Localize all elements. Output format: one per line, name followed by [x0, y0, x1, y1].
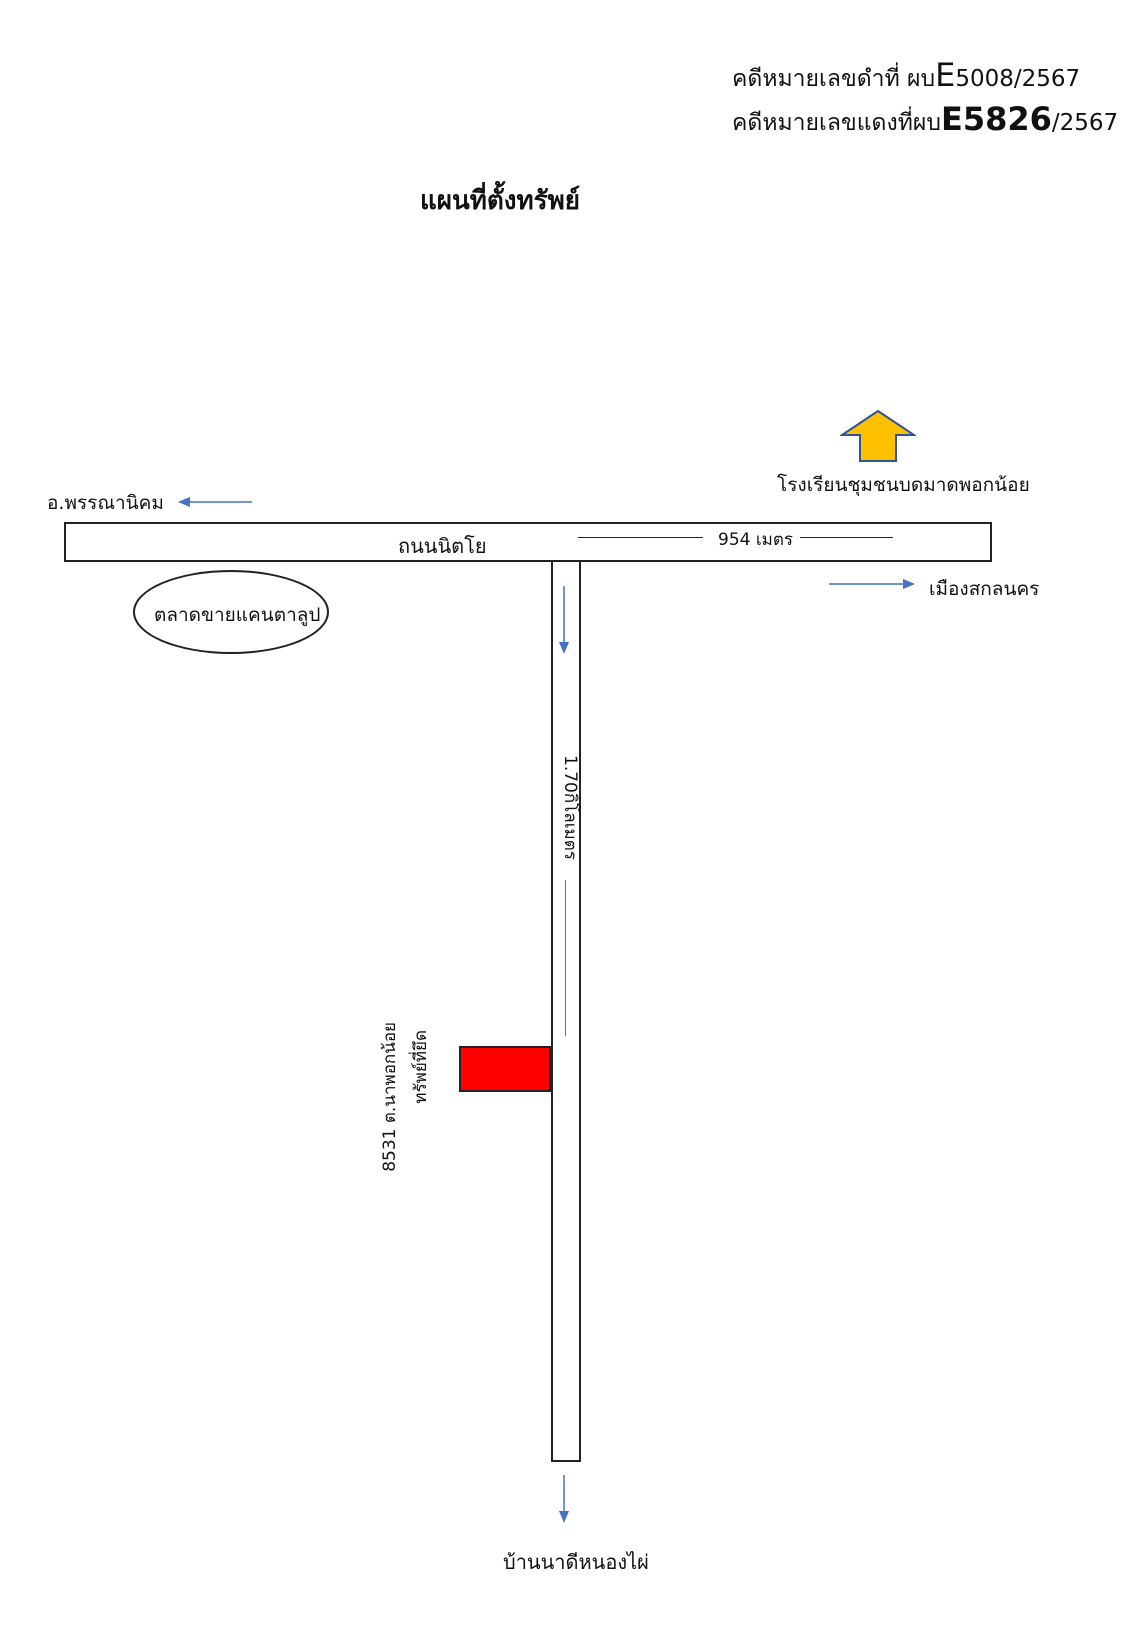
- black-case-prefix: คดีหมายเลขดำที่ ผบ: [732, 66, 936, 92]
- city-label: เมืองสกลนคร: [929, 578, 1040, 600]
- page-title: แผนที่ตั้งทรัพย์: [420, 186, 580, 216]
- red-case-year: /2567: [1051, 110, 1119, 136]
- distance-line-left: [578, 537, 703, 538]
- vertical-guide-line: [565, 880, 566, 1036]
- school-label: โรงเรียนชุมชนบดมาดพอกน้อย: [777, 474, 1030, 496]
- property-name-label: ทรัพย์ที่ยึด: [411, 1030, 431, 1104]
- black-case-digits: 5008/2567: [955, 66, 1081, 92]
- horizontal-distance-label: 954 เมตร: [718, 530, 794, 550]
- market-ellipse: [133, 570, 329, 654]
- vertical-road: [551, 562, 581, 1462]
- property-detail-label: 8531 ต.นาพอกน้อย: [380, 1022, 400, 1172]
- vertical-distance-label: 1.70กิโลเมตร: [560, 755, 580, 860]
- arrow-right-icon: [829, 579, 915, 589]
- red-case-letter-number: E5826: [940, 100, 1052, 138]
- left-district-label: อ.พรรณานิคม: [47, 492, 164, 514]
- arrow-down-icon: [559, 1475, 569, 1523]
- seized-property-marker: [459, 1046, 551, 1092]
- distance-line-right: [800, 537, 893, 538]
- south-destination-label: บ้านนาดีหนองไผ่: [503, 1550, 649, 1574]
- north-arrow-icon: [840, 409, 916, 462]
- horizontal-road: [64, 522, 992, 562]
- red-case-prefix: คดีหมายเลขแดงที่ผบ: [732, 110, 941, 136]
- black-case-letter: E: [935, 56, 956, 94]
- black-case-number: คดีหมายเลขดำที่ ผบE5008/2567: [732, 56, 1080, 97]
- red-case-number: คดีหมายเลขแดงที่ผบE5826/2567: [732, 100, 1118, 141]
- road-name-label: ถนนนิตโย: [398, 534, 487, 558]
- arrow-down-icon: [559, 586, 569, 654]
- arrow-left-icon: [178, 497, 252, 507]
- market-label: ตลาดขายแคนตาลูป: [154, 604, 321, 626]
